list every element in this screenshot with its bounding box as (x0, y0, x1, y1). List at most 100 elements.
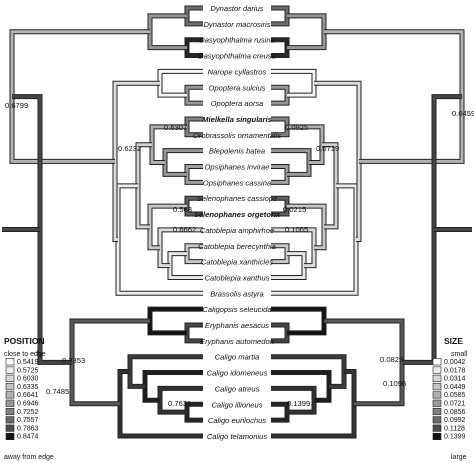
branch (10, 30, 150, 97)
branch (128, 355, 203, 372)
taxon-label: Caligo eurilochus (208, 416, 266, 425)
taxon-label: Dynastor darius (210, 4, 263, 13)
legend-swatch (432, 407, 442, 416)
node-value: 0.6662 (173, 225, 196, 234)
branch (185, 47, 203, 58)
legend-swatch (432, 391, 442, 399)
branch (158, 247, 170, 268)
branch (359, 96, 464, 163)
branch (432, 95, 462, 230)
legend-swatch (5, 399, 15, 407)
branch (271, 228, 316, 248)
legend-value: 0.1399 (444, 434, 466, 441)
branch (324, 30, 464, 97)
branch (354, 362, 404, 406)
legend-value: 0.0856 (444, 409, 466, 416)
legend-value: 0.5419 (17, 359, 39, 366)
branch-outline (287, 31, 327, 51)
legend-swatch (432, 374, 442, 382)
branch (271, 15, 289, 26)
size-legend-title: SIZE (444, 336, 463, 346)
branch (12, 95, 42, 230)
branch-outline (324, 29, 465, 97)
legend-value: 0.0721 (444, 401, 466, 408)
taxon-label: Selenophanes cassiope (197, 194, 278, 203)
branch-outline (9, 29, 150, 97)
branch-outline (271, 68, 317, 84)
branch (271, 371, 331, 387)
branch (116, 239, 203, 295)
legend-value: 0.7252 (17, 409, 39, 416)
branch (271, 196, 289, 207)
branch-outline (287, 83, 317, 98)
size-legend-bottom-note: large (451, 454, 467, 461)
taxon-label: Caligo telamonius (207, 432, 268, 441)
branch (148, 31, 187, 50)
taxon-label: Opsiphanes cassina (203, 178, 271, 187)
branch (271, 355, 346, 372)
branch (271, 149, 311, 163)
branch (148, 321, 187, 335)
taxon-label: Catoblepia xanthus (204, 273, 269, 282)
branch-outline (162, 162, 187, 177)
branch (309, 144, 324, 165)
legend-swatch (5, 432, 15, 441)
position-legend-items: 0.54190.57250.60300.63350.66410.69460.72… (5, 358, 39, 441)
legend-swatch (432, 416, 442, 424)
branch-outline (147, 321, 187, 336)
branch-outline (147, 306, 203, 322)
branch (158, 83, 187, 97)
legend-value: 0.5725 (17, 367, 39, 374)
taxon-label: Eryphanis automedon (200, 337, 274, 346)
branch (271, 239, 358, 295)
branch (271, 206, 289, 216)
branch (10, 96, 115, 163)
branch (271, 307, 326, 322)
branch (314, 226, 326, 250)
taxon-label: Opoptera sulcius (209, 83, 266, 92)
branch-outline (162, 148, 203, 163)
branch-outline (147, 13, 187, 32)
legend-swatch (432, 432, 442, 441)
legend-value: 0.0042 (444, 359, 466, 366)
branch (185, 253, 203, 264)
branch-outline (271, 148, 312, 163)
branch-outline (157, 68, 203, 84)
node-value: 0.1065 (285, 225, 308, 234)
taxon-label: Mielkella singularis (202, 115, 272, 124)
branch (150, 144, 165, 165)
taxon-label: Catoblepia xanthicles (201, 258, 273, 267)
branch (163, 149, 203, 163)
branch (185, 117, 203, 127)
branch-outline (157, 83, 187, 98)
branch (148, 204, 187, 227)
branch-outline (271, 370, 332, 387)
branch (271, 244, 289, 254)
branch (271, 95, 289, 105)
taxon-label: Orobrassolis ornamentalis (193, 131, 281, 140)
branch (118, 403, 203, 438)
node-value: 0.6799 (5, 101, 28, 110)
branch (118, 370, 130, 404)
branch-outline (287, 321, 327, 336)
taxon-label: Brassolis astyra (210, 289, 264, 298)
legend-value: 0.6030 (17, 376, 39, 383)
branch (271, 47, 289, 58)
branch (287, 321, 326, 335)
branch (271, 253, 289, 264)
position-legend-bottom-note: away from edge (4, 454, 54, 461)
branch (324, 185, 338, 229)
branch-outline (142, 370, 203, 387)
branch (271, 126, 289, 137)
branch (287, 31, 326, 50)
node-value: 0.0925 (285, 123, 308, 132)
branch (287, 14, 326, 32)
branch (287, 83, 316, 97)
branch-outline (402, 229, 437, 365)
legend-swatch (5, 407, 15, 416)
branch (336, 184, 358, 240)
branch (322, 143, 338, 186)
branch (314, 81, 361, 162)
legend-swatch (5, 391, 15, 399)
taxon-label: Eryphanis aesacus (205, 321, 269, 330)
